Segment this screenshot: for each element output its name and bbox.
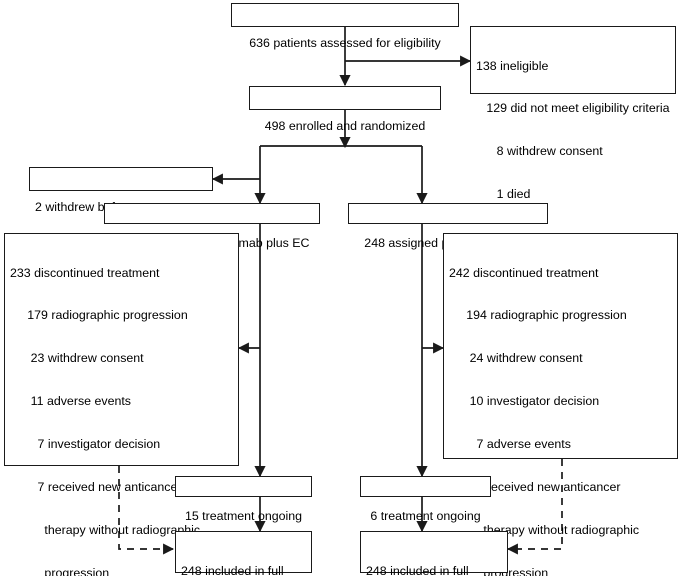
discontinued-right-line-2: 194 radiographic progression (449, 308, 627, 323)
node-treatment-ongoing-placebo: 6 treatment ongoing (360, 476, 491, 523)
discontinued-right-line-1: 242 discontinued treatment (449, 265, 599, 280)
analysis-left-line-1: 248 included in full (181, 563, 284, 576)
node-withdrew-before-treatment: 2 withdrew before treatment (29, 167, 213, 214)
discontinued-right-line-6: 4 received new anticancer (449, 480, 621, 495)
node-included-in-full-analysis-placebo: 248 included in full analysis# (360, 531, 508, 576)
node-treatment-ongoing-socazolimab: 15 treatment ongoing (175, 476, 312, 523)
randomized-line-1: 498 enrolled and randomized (264, 118, 426, 133)
discontinued-left-line-6: 7 received new anticancer (10, 480, 182, 495)
ongoing-left-line-1: 15 treatment ongoing (184, 508, 303, 523)
discontinued-right-line-3: 24 withdrew consent (449, 351, 583, 366)
node-included-in-full-analysis-socazolimab: 248 included in full analysis# (175, 531, 312, 576)
assessed-line-1: 636 patients assessed for eligibility (249, 35, 441, 50)
discontinued-left-line-8: progression (10, 565, 110, 576)
node-discontinued-treatment-socazolimab: 233 discontinued treatment 179 radiograp… (4, 233, 239, 576)
discontinued-right-line-8: progression (483, 565, 549, 576)
node-assessed-for-eligibility: 636 patients assessed for eligibility (231, 3, 459, 50)
analysis-right-line-1: 248 included in full (366, 563, 469, 576)
node-assigned-placebo-plus-ec: 248 assigned placebo plus EC (348, 203, 548, 250)
discontinued-left-line-1: 233 discontinued treatment (10, 265, 160, 280)
ineligible-line-2: 129 did not meet eligibility criteria (476, 101, 670, 116)
discontinued-left-line-4: 11 adverse events (10, 394, 131, 409)
discontinued-left-line-5: 7 investigator decision (10, 437, 161, 452)
ineligible-line-3: 8 withdrew consent (476, 144, 603, 159)
discontinued-left-line-3: 23 withdrew consent (10, 351, 144, 366)
ineligible-line-1: 138 ineligible (476, 58, 549, 73)
discontinued-right-line-5: 7 adverse events (449, 437, 571, 452)
node-enrolled-and-randomized: 498 enrolled and randomized (249, 86, 441, 133)
discontinued-right-line-4: 10 investigator decision (449, 394, 600, 409)
ongoing-right-line-1: 6 treatment ongoing (370, 508, 481, 523)
ineligible-line-4: 1 died (476, 187, 531, 202)
node-assigned-socazolimab-plus-ec: 248 assigned Socazolimab plus EC (104, 203, 320, 250)
discontinued-left-line-2: 179 radiographic progression (10, 308, 188, 323)
node-discontinued-treatment-placebo: 242 discontinued treatment 194 radiograp… (443, 233, 678, 576)
node-ineligible: 138 ineligible 129 did not meet eligibil… (470, 26, 676, 201)
